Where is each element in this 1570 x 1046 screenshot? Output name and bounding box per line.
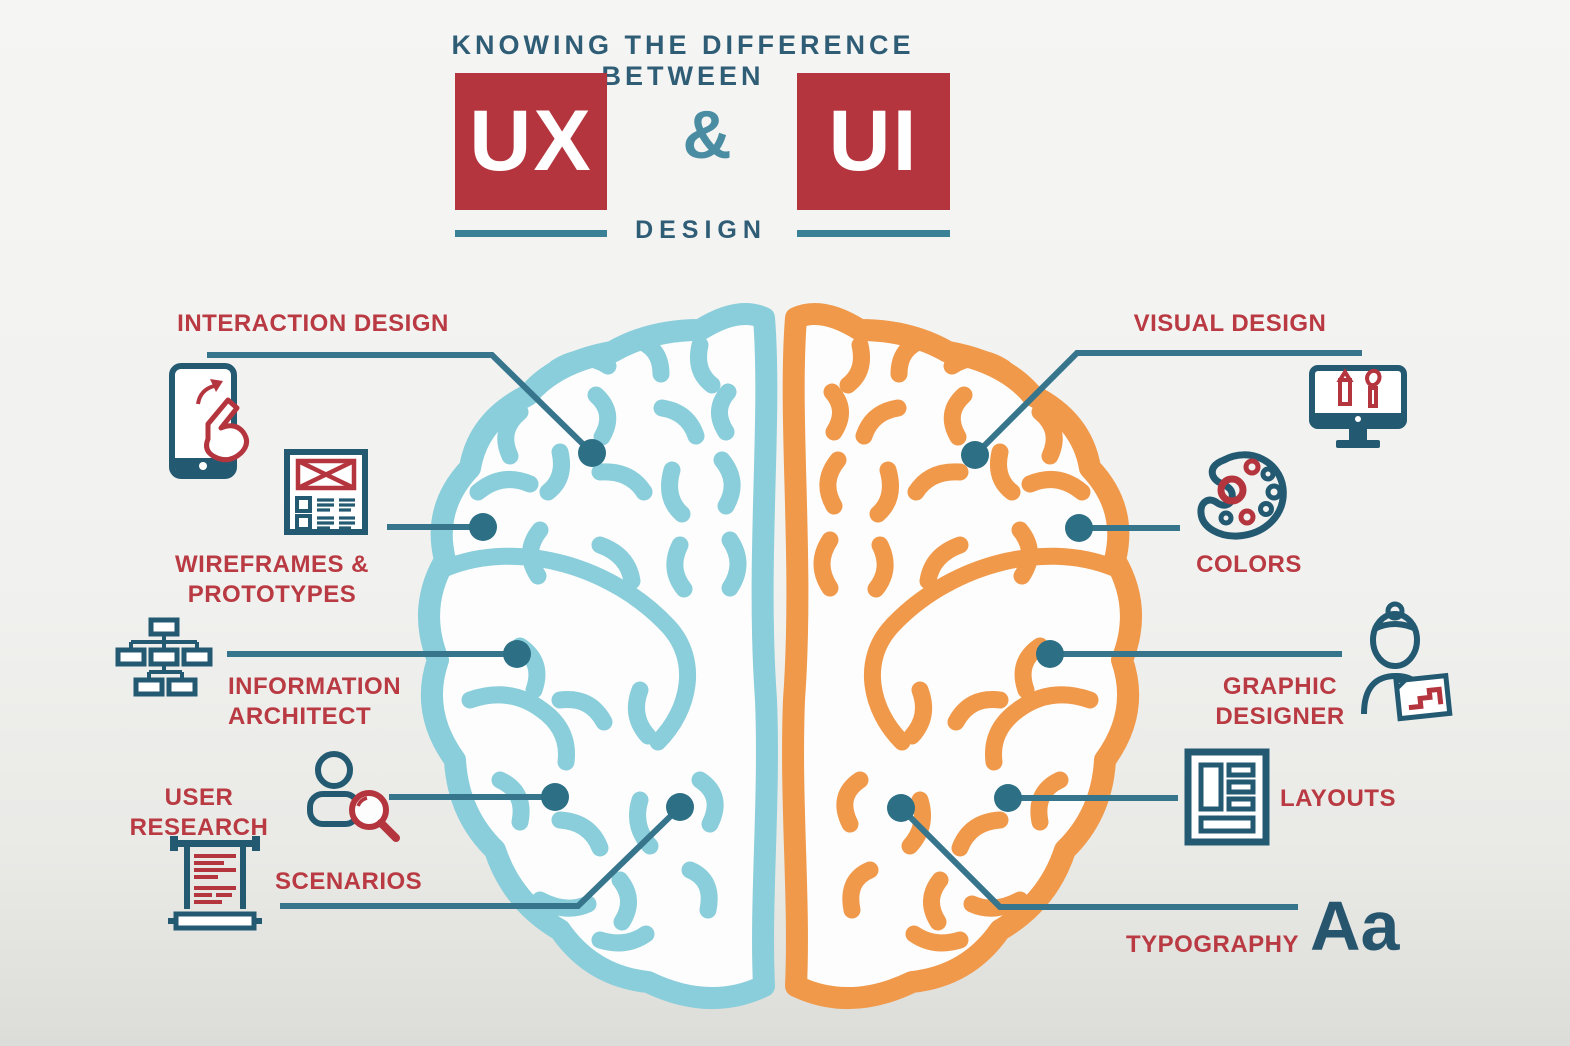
ui-underline bbox=[797, 230, 950, 237]
design-caption: DESIGN bbox=[635, 216, 767, 244]
ux-box-label: UX bbox=[469, 93, 593, 189]
sitemap-boxes-icon bbox=[115, 617, 213, 697]
dot-graphic-designer bbox=[1036, 640, 1064, 668]
connector-typography bbox=[898, 805, 1298, 910]
ux-underline bbox=[455, 230, 607, 237]
dot-information-architect bbox=[503, 640, 531, 668]
label-interaction-design: INTERACTION DESIGN bbox=[177, 310, 449, 337]
dot-wireframes bbox=[469, 513, 497, 541]
label-wireframes-prototypes: WIREFRAMES & PROTOTYPES bbox=[146, 550, 398, 610]
dot-user-research bbox=[541, 783, 569, 811]
label-information-line2: ARCHITECT bbox=[228, 703, 372, 730]
label-colors: COLORS bbox=[1196, 551, 1302, 578]
dot-interaction-design bbox=[578, 439, 606, 467]
label-layouts: LAYOUTS bbox=[1280, 785, 1396, 812]
paint-palette-icon bbox=[1197, 451, 1287, 540]
connector-visual-design bbox=[972, 350, 1362, 458]
dot-colors bbox=[1065, 514, 1093, 542]
connector-lines bbox=[207, 350, 1362, 910]
ampersand: & bbox=[682, 97, 732, 173]
connector-dots bbox=[469, 439, 1093, 822]
label-wireframes-line1: WIREFRAMES & bbox=[175, 551, 369, 578]
label-visual-design: VISUAL DESIGN bbox=[1133, 310, 1327, 337]
label-scenarios: SCENARIOS bbox=[275, 868, 423, 895]
title-kicker: KNOWING THE DIFFERENCE BETWEEN bbox=[451, 30, 915, 91]
tablet-gesture-icon bbox=[169, 363, 249, 479]
dot-scenarios bbox=[666, 793, 694, 821]
connector-interaction-design bbox=[207, 352, 595, 456]
dot-typography bbox=[887, 794, 915, 822]
monitor-pencil-brush-icon bbox=[1309, 365, 1407, 448]
dot-visual-design bbox=[961, 441, 989, 469]
ui-box: UI bbox=[797, 73, 950, 210]
ui-box-label: UI bbox=[828, 93, 919, 189]
label-information-line1: INFORMATION bbox=[228, 673, 402, 700]
label-typography: TYPOGRAPHY bbox=[1126, 931, 1300, 958]
label-wireframes-line2: PROTOTYPES bbox=[187, 581, 357, 608]
designer-person-icon bbox=[1361, 601, 1453, 722]
label-graphic-designer: GRAPHIC DESIGNER bbox=[1180, 672, 1380, 732]
connector-scenarios bbox=[280, 804, 683, 909]
layout-grid-icon bbox=[1184, 748, 1270, 846]
scroll-document-icon bbox=[168, 836, 262, 931]
user-magnifier-icon bbox=[307, 751, 400, 842]
label-user-research: USER RESEARCH bbox=[129, 784, 269, 841]
label-graphic-line1: GRAPHIC bbox=[1222, 673, 1338, 700]
typography-sample: Aa bbox=[1310, 887, 1400, 965]
dot-layouts bbox=[994, 784, 1022, 812]
label-information-architect: INFORMATION ARCHITECT bbox=[228, 672, 478, 732]
label-graphic-line2: DESIGNER bbox=[1215, 703, 1345, 730]
wireframe-document-icon bbox=[284, 449, 368, 535]
ux-box: UX bbox=[455, 73, 607, 210]
